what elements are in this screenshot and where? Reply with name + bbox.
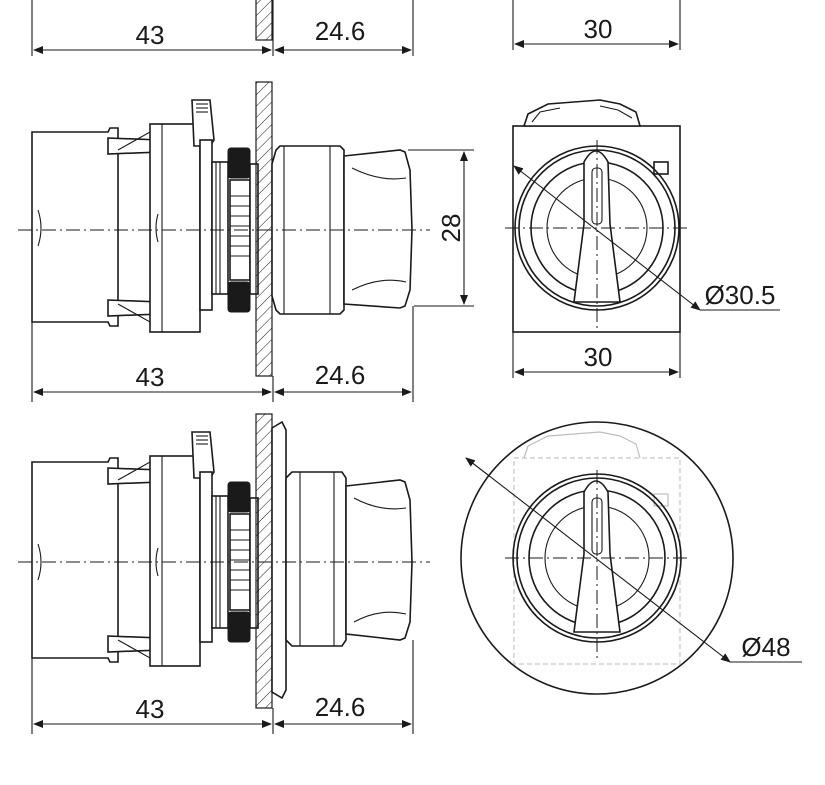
side-height-label: 28 [436,214,466,243]
bottom-right-length-label: 24.6 [315,692,366,722]
mid-diameter-label: Ø30.5 [705,280,776,310]
top-left-length-label: 43 [136,20,165,50]
mid-right-length-label: 24.6 [315,360,366,390]
side-view-large-bezel: 43 24.6 [18,413,430,734]
top-right-length-label: 24.6 [315,16,366,46]
top-width-label: 30 [584,14,613,44]
front-view-standard: Ø30.5 30 [505,99,780,378]
bottom-left-length-label: 43 [136,694,165,724]
front-view-large-bezel: Ø48 [460,421,802,695]
side-view-standard: 28 43 24.6 [18,81,474,402]
top-dimension-strip: 43 24.6 30 [31,0,681,56]
mid-width-label: 30 [584,342,613,372]
mid-left-length-label: 43 [136,362,165,392]
bottom-diameter-label: Ø48 [741,632,790,662]
